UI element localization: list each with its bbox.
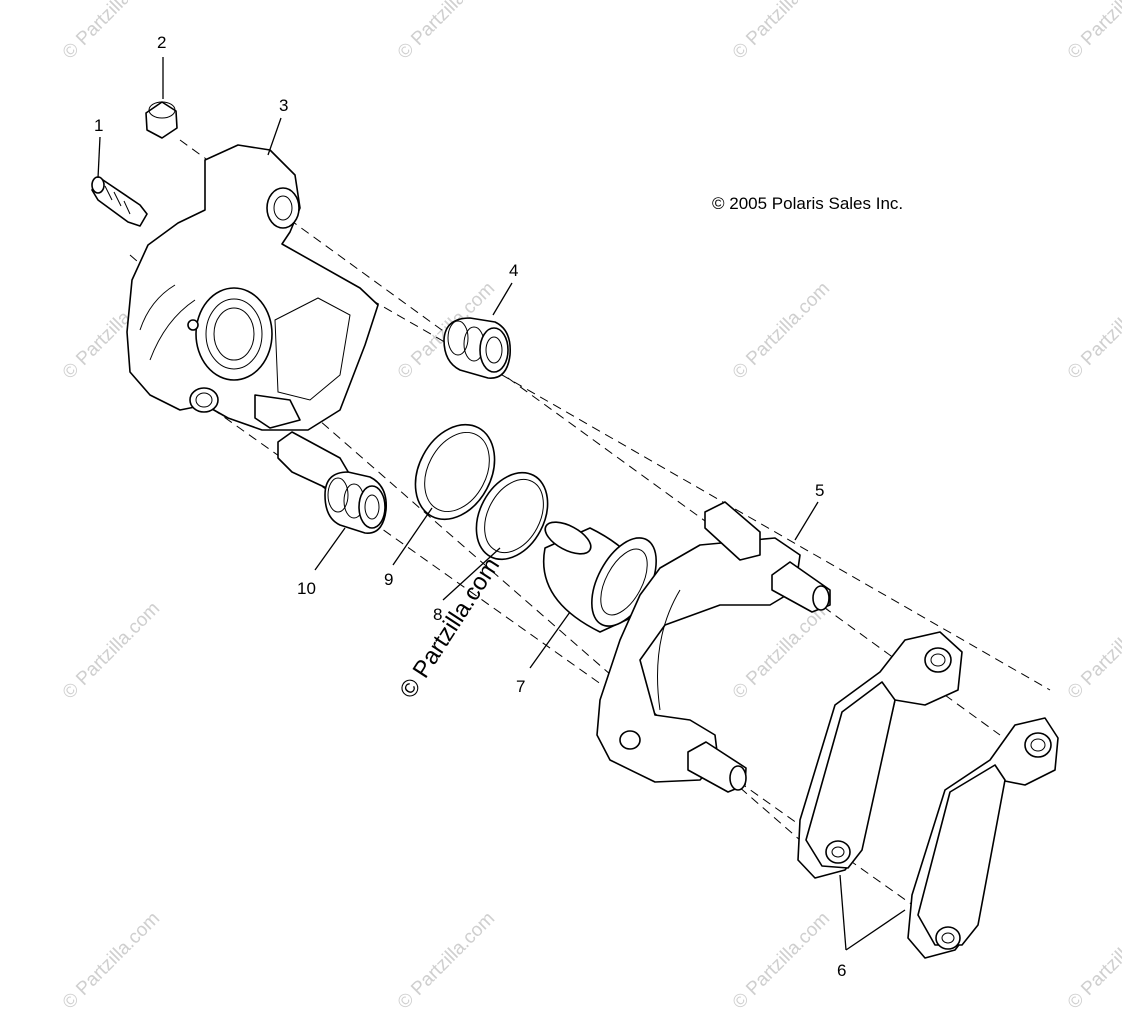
callout-9: 9 [384, 570, 393, 589]
part-10-pin-and-boot [277, 431, 387, 534]
watermark: © Partzilla.com [59, 908, 164, 1013]
watermark: © Partzilla.com [729, 278, 834, 383]
leader-lines [97, 57, 906, 951]
part-4-boot [443, 317, 512, 379]
callout-3: 3 [279, 96, 288, 115]
callout-8: 8 [433, 605, 442, 624]
callout-numbers: 1 2 3 4 5 6 7 8 9 10 [94, 33, 846, 980]
part-2-bleeder-cap [145, 101, 178, 139]
watermark: © Partzilla.com [1064, 598, 1122, 703]
callout-7: 7 [516, 677, 525, 696]
part-3-caliper-body [126, 144, 379, 431]
part-6-brake-pad-inner [797, 631, 963, 879]
part-5-caliper-bracket [596, 501, 831, 793]
callout-2: 2 [157, 33, 166, 52]
watermark: © Partzilla.com [394, 0, 499, 64]
watermark: © Partzilla.com [1064, 0, 1122, 64]
callout-10: 10 [297, 579, 316, 598]
watermark: © Partzilla.com [1064, 908, 1122, 1013]
watermark: © Partzilla.com [729, 0, 834, 64]
part-1-bleeder-screw [91, 176, 148, 227]
watermark-main: © Partzilla.com [394, 553, 505, 703]
watermark: © Partzilla.com [1064, 278, 1122, 383]
callout-6: 6 [837, 961, 846, 980]
watermark: © Partzilla.com [59, 0, 164, 64]
callout-1: 1 [94, 116, 103, 135]
part-9-seal [414, 423, 496, 521]
copyright-notice: © 2005 Polaris Sales Inc. [712, 194, 903, 213]
callout-5: 5 [815, 481, 824, 500]
part-8-seal [475, 471, 549, 561]
watermark: © Partzilla.com [729, 598, 834, 703]
callout-4: 4 [509, 261, 518, 280]
watermark: © Partzilla.com [729, 908, 834, 1013]
watermark: © Partzilla.com [59, 598, 164, 703]
watermark: © Partzilla.com [394, 908, 499, 1013]
part-6-brake-pad-outer [907, 717, 1059, 959]
